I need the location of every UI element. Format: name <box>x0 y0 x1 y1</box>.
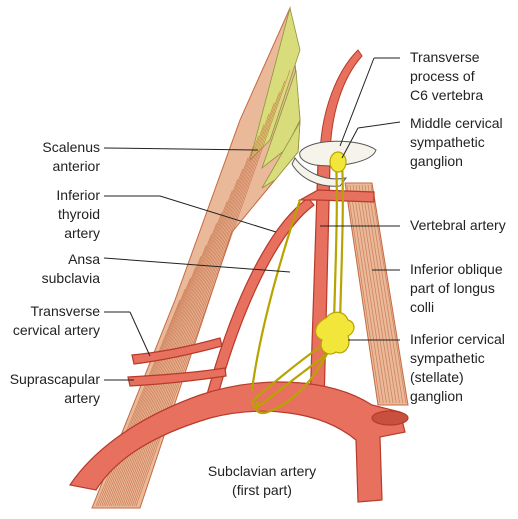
label-inferior-oblique-longus-colli: Inferior oblique part of longus colli <box>410 260 503 317</box>
label-line: cervical artery <box>12 322 100 338</box>
label-line: Transverse <box>30 303 100 319</box>
label-inferior-cervical-ganglion: Inferior cervical sympathetic (stellate)… <box>410 330 505 406</box>
label-line: (stellate) <box>410 369 464 385</box>
label-line: artery <box>64 390 100 406</box>
label-line: C6 vertebra <box>410 87 484 103</box>
subclavian-artery-shape <box>68 381 406 503</box>
muscle-fibre <box>120 157 249 507</box>
label-line: ganglion <box>410 388 463 404</box>
sympathetic-chain <box>250 160 344 415</box>
muscle-fibre <box>135 69 291 507</box>
label-inferior-thyroid-artery: Inferior thyroid artery <box>56 186 100 243</box>
muscle-fibre <box>358 184 394 404</box>
label-line: ganglion <box>410 153 463 169</box>
muscle-fibre <box>364 184 400 404</box>
label-line: Ansa <box>68 251 100 267</box>
muscle-fibre <box>116 179 238 507</box>
label-line: Suprascapular <box>9 371 100 387</box>
muscle-fibre <box>367 184 404 404</box>
longus-colli-muscle <box>344 182 409 406</box>
label-suprascapular-artery: Suprascapular artery <box>10 370 100 408</box>
label-line: (first part) <box>232 482 292 498</box>
label-line: part of longus <box>410 280 495 296</box>
stellate-ganglion-shape <box>315 311 355 355</box>
label-line: thyroid <box>57 206 100 222</box>
label-line: anterior <box>52 158 100 174</box>
muscle-fibre <box>349 184 384 404</box>
label-line: Inferior cervical <box>410 331 505 347</box>
label-line: subclavia <box>41 270 100 286</box>
muscle-fibre <box>101 267 197 507</box>
label-line: Subclavian artery <box>207 463 317 479</box>
label-line: colli <box>410 299 435 315</box>
muscle-fibre <box>352 184 387 404</box>
label-line: process of <box>410 68 475 84</box>
muscle-fibre <box>118 168 244 507</box>
transverse-cervical-artery-shape <box>131 337 223 365</box>
label-scalenus-anterior: Scalenus anterior <box>42 138 100 176</box>
muscle-fibre <box>361 184 397 404</box>
label-transverse-cervical-artery: Transverse cervical artery <box>13 302 100 340</box>
label-line: artery <box>64 225 100 241</box>
label-middle-cervical-ganglion: Middle cervical sympathetic ganglion <box>410 114 503 171</box>
label-line: Inferior <box>56 187 100 203</box>
subclavian-cut-end <box>371 410 409 426</box>
label-line: Vertebral artery <box>410 217 506 233</box>
muscle-fibre <box>129 102 275 507</box>
label-line: sympathetic <box>410 350 485 366</box>
label-vertebral-artery: Vertebral artery <box>410 216 506 235</box>
label-line: Inferior oblique <box>410 261 503 277</box>
vertebral-artery-upper <box>319 49 363 161</box>
label-line: Transverse <box>410 49 480 65</box>
muscle-fibre <box>107 234 212 507</box>
muscle-fibre <box>109 223 217 507</box>
suprascapular-artery-shape <box>127 367 227 387</box>
leader-lines <box>103 57 401 381</box>
muscle-fibre <box>131 91 280 507</box>
label-line: Scalenus <box>42 139 100 155</box>
muscle-fibre <box>128 113 270 507</box>
label-ansa-subclavia: Ansa subclavia <box>42 250 100 288</box>
label-transverse-process-c6: Transverse process of C6 vertebra <box>410 48 483 105</box>
muscle-fibre <box>133 80 286 507</box>
muscle-fibre <box>370 184 407 404</box>
label-line: Middle cervical <box>410 115 503 131</box>
label-subclavian-artery: Subclavian artery (first part) <box>162 462 362 500</box>
muscle-fibre <box>355 184 391 404</box>
muscle-fibre <box>346 184 381 404</box>
muscle-fibre <box>114 190 233 507</box>
label-line: sympathetic <box>410 134 485 150</box>
